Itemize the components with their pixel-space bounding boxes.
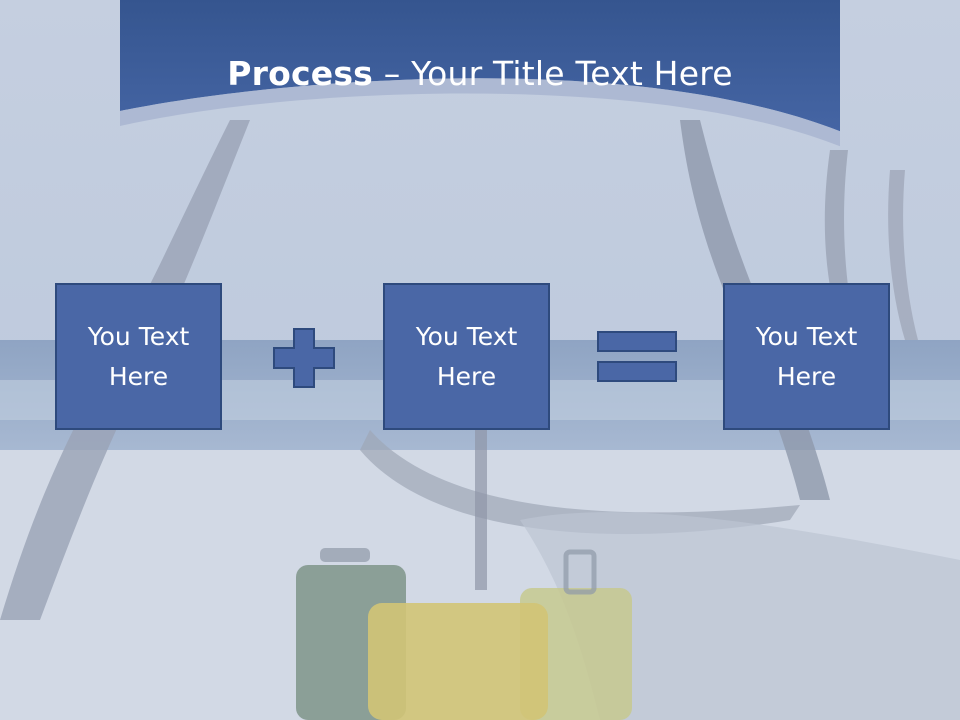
equals-icon <box>597 331 677 382</box>
plus-icon <box>273 328 335 388</box>
title-bold: Process <box>227 54 374 93</box>
process-box-1-text: You Text Here <box>87 321 190 391</box>
process-box-2-text: You Text Here <box>415 321 518 391</box>
process-box-3: You Text Here <box>723 283 890 430</box>
title-banner <box>120 0 840 147</box>
slide-title: Process – Your Title Text Here <box>0 52 960 96</box>
process-box-1: You Text Here <box>55 283 222 430</box>
title-rest: – Your Title Text Here <box>373 54 733 93</box>
process-box-3-text: You Text Here <box>755 321 858 391</box>
process-box-2: You Text Here <box>383 283 550 430</box>
